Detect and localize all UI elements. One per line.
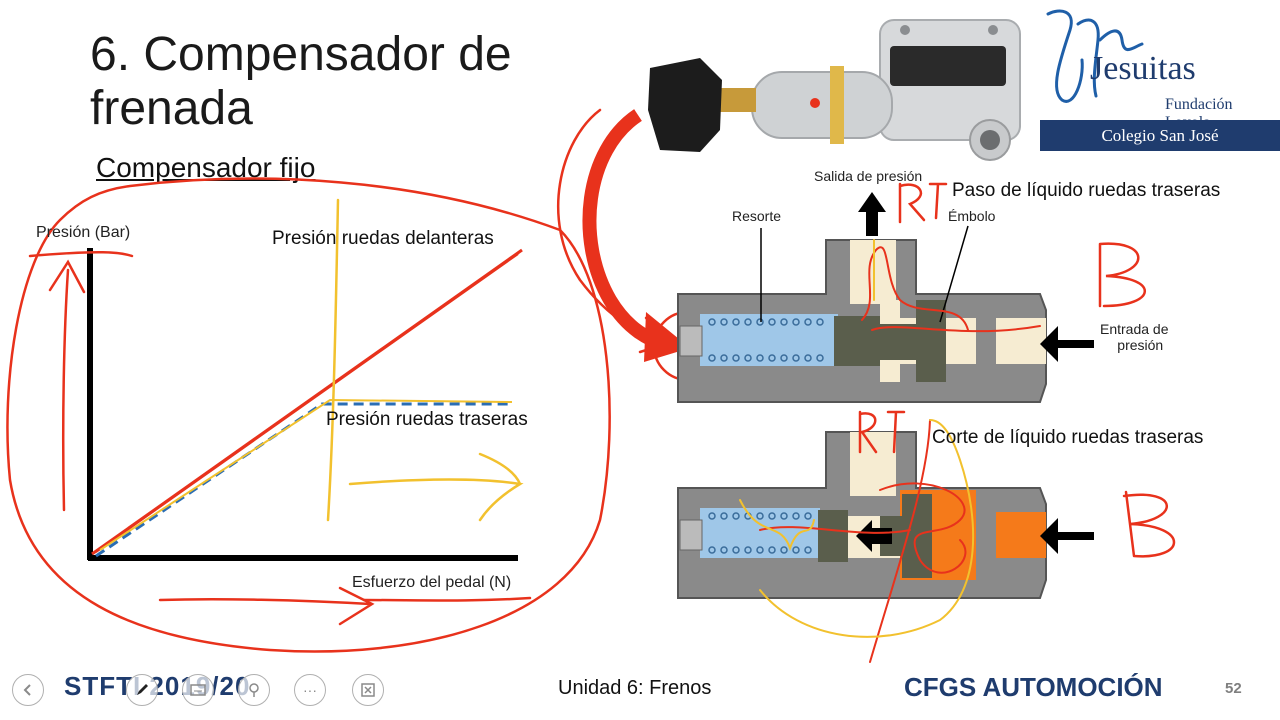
inlet-label-line-2: presión bbox=[1117, 337, 1164, 353]
rear-pressure-line bbox=[95, 402, 512, 558]
laser-pointer-icon bbox=[249, 683, 259, 697]
red-arrow-shaft bbox=[582, 109, 668, 352]
piston-label: Émbolo bbox=[948, 208, 996, 224]
front-wheels-label: Presión ruedas delanteras bbox=[272, 228, 494, 249]
pen-tool-button[interactable] bbox=[126, 674, 158, 706]
slide-number: 52 bbox=[1225, 680, 1242, 697]
logo-school: Colegio San José bbox=[1101, 125, 1219, 145]
logo-name: Jesuitas bbox=[1090, 50, 1196, 87]
end-show-button[interactable] bbox=[352, 674, 384, 706]
subtitles-icon bbox=[190, 684, 206, 696]
inlet-label-line-1: Entrada de bbox=[1100, 321, 1169, 337]
pointer-button[interactable] bbox=[238, 674, 270, 706]
title-line-2: frenada bbox=[90, 82, 253, 135]
logo-school-bar: Colegio San José bbox=[1040, 120, 1280, 151]
jesuitas-logo-mark bbox=[1046, 9, 1144, 103]
more-options-icon: ··· bbox=[303, 682, 317, 698]
spring-label: Resorte bbox=[732, 208, 782, 224]
diagram-ink bbox=[739, 182, 1176, 663]
flow-label: Paso de líquido ruedas traseras bbox=[952, 180, 1221, 201]
chevron-left-icon bbox=[23, 684, 31, 696]
valve-section-closed bbox=[677, 431, 1094, 599]
footer-brand: CFGS AUTOMOCIÓN bbox=[904, 672, 1163, 702]
title-line-1: 6. Compensador de bbox=[90, 28, 512, 81]
slide-title: 6. Compensador de frenada bbox=[90, 28, 512, 136]
subtitles-button[interactable] bbox=[182, 674, 214, 706]
pen-icon bbox=[137, 684, 148, 695]
cut-label: Corte de líquido ruedas traseras bbox=[932, 427, 1204, 448]
more-options-button[interactable]: ··· bbox=[294, 674, 326, 706]
yellow-ink-annotations bbox=[326, 198, 524, 522]
inlet-label: Entrada de presión bbox=[1100, 321, 1169, 353]
rear-wheels-label: Presión ruedas traseras bbox=[326, 409, 528, 430]
end-show-icon bbox=[361, 683, 375, 697]
y-axis-label: Presión (Bar) bbox=[36, 224, 131, 241]
previous-slide-button[interactable] bbox=[12, 674, 44, 706]
red-ink-annotations bbox=[6, 108, 724, 653]
presenter-toolbar: ··· bbox=[10, 674, 390, 710]
outlet-label: Salida de presión bbox=[814, 168, 923, 184]
compensator-photo bbox=[648, 19, 1021, 161]
footer-unit: Unidad 6: Frenos bbox=[558, 677, 712, 699]
x-axis-label: Esfuerzo del pedal (N) bbox=[352, 574, 512, 591]
pressure-graph bbox=[87, 248, 523, 561]
